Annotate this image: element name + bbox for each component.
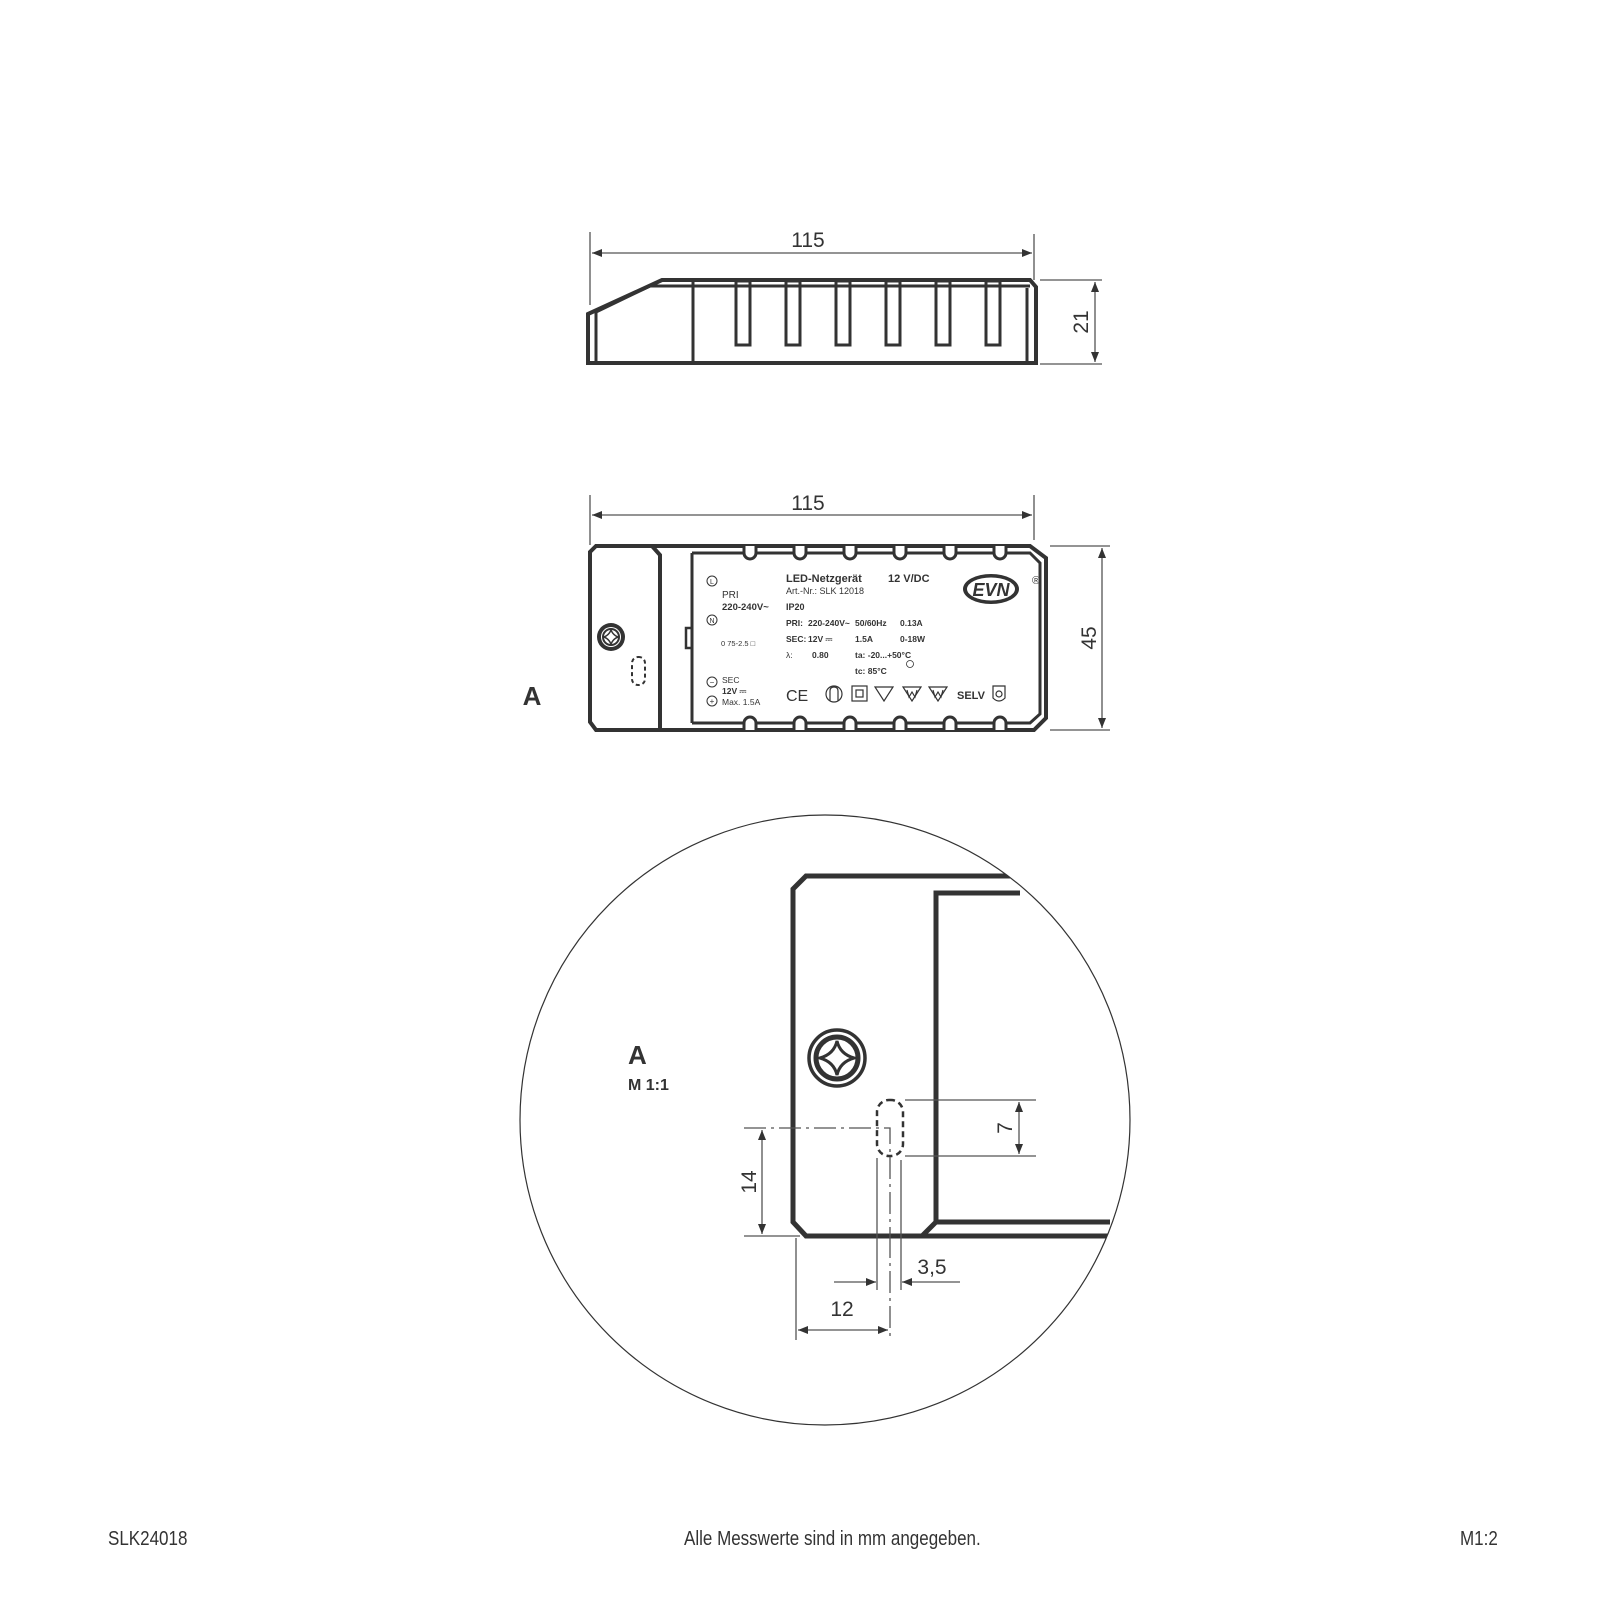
housing-outline-top [588, 544, 1048, 732]
label-art-nr: Art.-Nr.: SLK 12018 [786, 586, 864, 596]
side-height-dimension: 21 [1070, 310, 1093, 333]
wire-size: 0 75-2.5 □ [721, 639, 756, 648]
label-output: 12 V/DC [888, 573, 930, 585]
registered-mark: ® [1032, 575, 1040, 587]
class-ii-icon [851, 685, 868, 702]
svg-text:220-240V~: 220-240V~ [808, 618, 850, 628]
svg-text:PRI:: PRI: [786, 618, 803, 628]
terminal-cover [597, 544, 662, 730]
label-tc: tc: 85°C [855, 666, 887, 676]
housing-inner-edge [594, 284, 1030, 363]
top-width-dimension: 115 [791, 492, 824, 515]
units-note: Alle Messwerte sind in mm angegeben. [684, 1528, 981, 1550]
slot-height-dimension: 7 [994, 1122, 1017, 1134]
label-ip: IP20 [786, 602, 805, 612]
drawing-scale: M1:2 [1460, 1528, 1498, 1550]
svg-text:1.5A: 1.5A [855, 634, 873, 644]
view-marker-a: A [523, 681, 542, 711]
latch [684, 626, 694, 650]
svg-text:EVN: EVN [972, 580, 1010, 600]
svg-text:λ:: λ: [786, 650, 793, 660]
selv-mark: SELV [957, 690, 986, 702]
slot-width-dimension: 3,5 [917, 1256, 946, 1279]
mm-triangle-icon [927, 686, 949, 703]
detail-circle [519, 814, 1131, 1426]
plus-symbol: + [710, 697, 715, 706]
ce-mark-icon: CE [786, 688, 808, 705]
screw-icon [807, 1028, 867, 1088]
detail-housing-outline [790, 873, 1110, 1239]
vent-slots [734, 279, 1002, 347]
article-number: SLK24018 [108, 1528, 188, 1550]
evn-logo: EVN ® [963, 574, 1040, 604]
label-title: LED-Netzgerät [786, 573, 862, 585]
svg-text:12V ⎓: 12V ⎓ [808, 634, 833, 644]
top-height-dimension: 45 [1078, 626, 1101, 649]
top-view: 115 [523, 492, 1110, 732]
svg-text:0-18W: 0-18W [900, 634, 926, 644]
sec-voltage: 12V ⎓ [722, 686, 747, 696]
m-triangle-icon [901, 686, 923, 703]
side-width-dimension: 115 [791, 229, 824, 252]
svg-text:0.13A: 0.13A [900, 618, 923, 628]
pri-voltage: 220-240V~ [722, 602, 769, 613]
product-label: LED-Netzgerät 12 V/DC Art.-Nr.: SLK 1201… [786, 573, 1040, 705]
detail-title: A [628, 1040, 647, 1070]
screw-icon [597, 623, 625, 651]
svg-text:SEC:: SEC: [786, 634, 806, 644]
sec-max: Max. 1.5A [722, 697, 761, 707]
sec-label: SEC [722, 675, 739, 685]
L-symbol: L [710, 579, 714, 586]
terminal-markings: L N PRI 220-240V~ 0 75-2.5 □ − + SEC 12V… [706, 575, 769, 707]
N-symbol: N [709, 618, 714, 625]
detail-scale: M 1:1 [628, 1077, 669, 1094]
detail-view: 7 14 3,5 12 A M 1:1 [519, 814, 1131, 1426]
svg-text:ta: -20...+50°C: ta: -20...+50°C [855, 650, 911, 660]
slot-from-left-dimension: 12 [830, 1298, 853, 1321]
mounting-slot-detail [875, 1098, 905, 1158]
svg-text:0.80: 0.80 [812, 650, 829, 660]
slot-from-bottom-dimension: 14 [738, 1170, 761, 1194]
independent-control-gear-icon [825, 685, 843, 703]
temperature-110-triangle-icon [873, 686, 895, 703]
mounting-slot [631, 656, 646, 686]
side-view: 115 21 [586, 229, 1102, 365]
housing-outline [586, 278, 1038, 365]
safety-transformer-icon [992, 685, 1006, 702]
minus-symbol: − [710, 678, 715, 687]
svg-text:50/60Hz: 50/60Hz [855, 618, 887, 628]
pri-label: PRI [722, 590, 739, 601]
vent-notches [742, 546, 1008, 730]
